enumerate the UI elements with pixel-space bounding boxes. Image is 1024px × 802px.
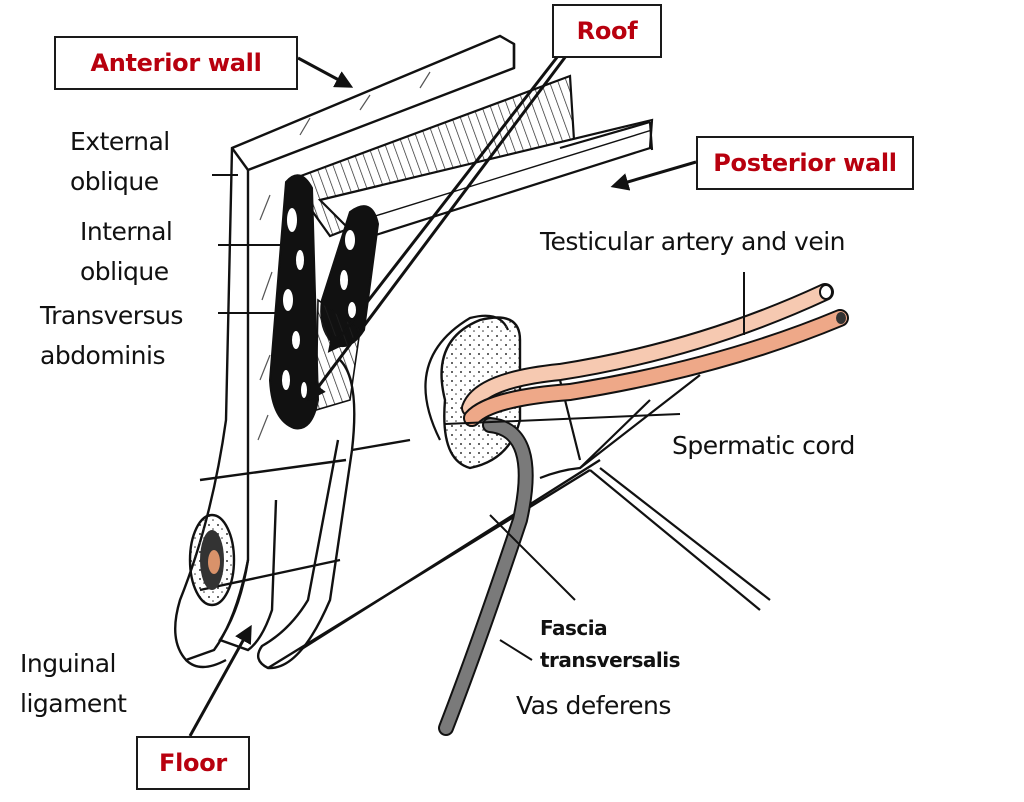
label-internal-oblique-line1: Internal [80, 217, 173, 246]
label-vas-deferens: Vas deferens [516, 691, 671, 720]
label-external-oblique-line1: External [70, 127, 170, 156]
label-testicular-artery-vein: Testicular artery and vein [540, 227, 846, 256]
label-external-oblique-line2: oblique [70, 167, 159, 196]
label-transversus-line2: abdominis [40, 341, 165, 370]
box-arrows [188, 55, 697, 737]
label-transversus-abdominis: Transversus abdominis [40, 296, 183, 376]
posterior-wall-box: Posterior wall [696, 136, 914, 190]
label-inguinal-line1: Inguinal [20, 649, 117, 678]
leader-lines [212, 174, 745, 661]
label-fascia-line2: transversalis [540, 648, 681, 672]
label-internal-oblique-line2: oblique [80, 257, 169, 286]
label-external-oblique: External oblique [70, 122, 170, 202]
roof-box: Roof [552, 4, 662, 58]
floor-fold [185, 359, 601, 670]
anterior-wall-texture [257, 71, 431, 441]
label-transversus-line1: Transversus [40, 301, 183, 330]
label-fascia-line1: Fascia [540, 616, 608, 640]
label-internal-oblique: Internal oblique [80, 212, 173, 292]
cord-cross-section [188, 513, 236, 607]
label-inguinal-line2: ligament [20, 689, 127, 718]
testicular-vessels [461, 283, 849, 427]
label-fascia-transversalis: Fascia transversalis [540, 612, 681, 676]
floor-box: Floor [136, 736, 250, 790]
roof-layers [288, 74, 654, 242]
label-inguinal-ligament: Inguinal ligament [20, 644, 127, 724]
anterior-wall-box: Anterior wall [54, 36, 298, 90]
label-spermatic-cord: Spermatic cord [672, 431, 855, 460]
internal-oblique-section [268, 174, 320, 430]
